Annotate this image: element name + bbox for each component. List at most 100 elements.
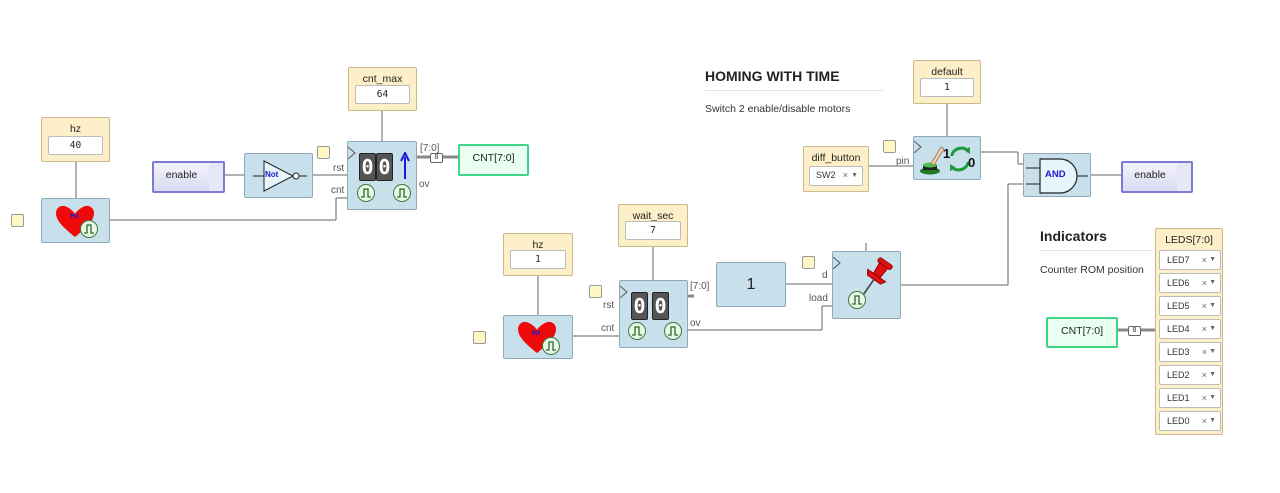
clock-pulse-icon	[393, 184, 411, 202]
bus-width-badge: 8	[430, 153, 443, 163]
counter-digit: 0	[631, 292, 648, 320]
and-gate-block[interactable]: AND	[1023, 153, 1091, 197]
clear-icon[interactable]: ×	[1201, 324, 1207, 334]
button-block[interactable]: 1 0	[913, 136, 981, 180]
pin-label-rst: rst	[603, 300, 615, 311]
constant-block[interactable]: 1	[716, 262, 786, 307]
not-gate-label: Not	[265, 170, 279, 179]
counter-block-2[interactable]: 0 0	[619, 280, 688, 348]
chevron-down-icon[interactable]: ▼	[1209, 371, 1216, 378]
hz-icon-text: Hz	[70, 213, 79, 220]
chevron-down-icon[interactable]: ▼	[1209, 394, 1216, 401]
clear-icon[interactable]: ×	[1201, 393, 1207, 403]
count-up-arrow-icon	[400, 152, 410, 179]
clock-pulse-icon	[664, 322, 682, 340]
param-value-field[interactable]: 1	[920, 78, 974, 97]
drag-handle[interactable]	[11, 214, 24, 227]
clock-block-left[interactable]: Hz	[41, 198, 110, 243]
led-select[interactable]: LED2×▼	[1159, 365, 1221, 385]
param-value-field[interactable]: 64	[355, 85, 410, 104]
drag-handle[interactable]	[883, 140, 896, 153]
clock-pulse-icon	[357, 184, 375, 202]
chevron-down-icon[interactable]: ▼	[851, 172, 858, 179]
cnt-output-top[interactable]: CNT[7:0]	[458, 144, 529, 176]
enable-output[interactable]: enable	[1121, 161, 1193, 193]
diff-button-select[interactable]: SW2 × ▼	[809, 166, 863, 186]
chevron-down-icon[interactable]: ▼	[1209, 417, 1216, 424]
indicators-divider	[1040, 250, 1152, 251]
pin-label-pin: pin	[896, 156, 910, 167]
led-select[interactable]: LED0 ×▼	[1159, 411, 1221, 431]
leds-panel[interactable]: LEDS[7:0] LED7×▼LED6×▼LED5×▼LED4×▼LED3×▼…	[1155, 228, 1223, 435]
bus-width-badge: 8	[1128, 326, 1141, 336]
clear-icon[interactable]: ×	[1201, 301, 1207, 311]
toggle-arrows-icon	[950, 146, 970, 172]
clear-icon[interactable]: ×	[1201, 416, 1207, 426]
param-value-field[interactable]: 1	[510, 250, 566, 269]
chevron-down-icon[interactable]: ▼	[1209, 279, 1216, 286]
led-select-value: LED0	[1167, 416, 1190, 426]
pin-label-bus: [7:0]	[690, 281, 710, 292]
drag-handle[interactable]	[473, 331, 486, 344]
counter-digit: 0	[376, 153, 393, 181]
counter-block-1[interactable]: 0 0	[347, 141, 417, 210]
register-block[interactable]	[832, 251, 901, 319]
led-select-value: LED4	[1167, 324, 1190, 334]
led-select[interactable]: LED5×▼	[1159, 296, 1221, 316]
led-select[interactable]: LED7 ×▼	[1159, 250, 1221, 270]
param-diff-button[interactable]: diff_button SW2 × ▼	[803, 146, 869, 192]
param-label: hz	[532, 239, 544, 251]
heart-icon	[518, 321, 556, 353]
enable-output-label: enable	[1134, 169, 1166, 181]
indicators-title: Indicators	[1040, 228, 1107, 244]
clear-icon[interactable]: ×	[1201, 370, 1207, 380]
clock-pulse-icon	[628, 322, 646, 340]
led-select[interactable]: LED6 ×▼	[1159, 273, 1221, 293]
drag-handle[interactable]	[589, 285, 602, 298]
led-select-value: LED6	[1167, 278, 1190, 288]
led-select-value: LED7	[1167, 255, 1190, 265]
pin-label-cnt: cnt	[331, 185, 345, 196]
push-pin-icon	[861, 257, 893, 297]
param-label: hz	[69, 123, 82, 135]
drag-handle[interactable]	[317, 146, 330, 159]
pin-label-ov: ov	[690, 318, 701, 329]
chevron-down-icon[interactable]: ▼	[1209, 302, 1216, 309]
button-state-on: 1	[943, 146, 951, 161]
param-wait-sec[interactable]: wait_sec 7	[618, 204, 688, 247]
and-gate-icon	[1026, 158, 1088, 194]
clock-block-mid[interactable]: Hz	[503, 315, 573, 359]
chevron-down-icon[interactable]: ▼	[1209, 325, 1216, 332]
cnt-output-bottom[interactable]: CNT[7:0]	[1046, 317, 1118, 348]
clock-pulse-icon	[848, 291, 866, 309]
chevron-down-icon[interactable]: ▼	[1209, 348, 1216, 355]
led-select-value: LED1	[1167, 393, 1190, 403]
diagram-title: HOMING WITH TIME	[705, 68, 840, 84]
button-state-off: 0	[968, 155, 976, 170]
not-gate-block[interactable]: Not	[244, 153, 313, 198]
chevron-down-icon[interactable]: ▼	[1209, 256, 1216, 263]
param-hz-mid[interactable]: hz 1	[503, 233, 573, 276]
param-value-field[interactable]: 7	[625, 221, 681, 240]
param-label: diff_button	[811, 152, 861, 164]
param-default[interactable]: default 1	[913, 60, 981, 104]
push-button-icon	[920, 146, 945, 175]
enable-input[interactable]: enable	[152, 161, 225, 193]
clock-input-triangle-icon	[914, 141, 922, 153]
param-hz-left[interactable]: hz 40	[41, 117, 110, 162]
led-select[interactable]: LED4 ×▼	[1159, 319, 1221, 339]
enable-input-label: enable	[165, 169, 198, 181]
param-cnt-max[interactable]: cnt_max 64	[348, 67, 417, 111]
clear-icon[interactable]: ×	[842, 170, 848, 180]
led-select[interactable]: LED1 ×▼	[1159, 388, 1221, 408]
drag-handle[interactable]	[802, 256, 815, 269]
clear-icon[interactable]: ×	[1201, 255, 1207, 265]
clear-icon[interactable]: ×	[1201, 278, 1207, 288]
hz-icon-text: Hz	[532, 330, 541, 337]
pin-label-ov: ov	[419, 179, 430, 190]
param-value-field[interactable]: 40	[48, 136, 103, 155]
led-select[interactable]: LED3×▼	[1159, 342, 1221, 362]
clear-icon[interactable]: ×	[1201, 347, 1207, 357]
